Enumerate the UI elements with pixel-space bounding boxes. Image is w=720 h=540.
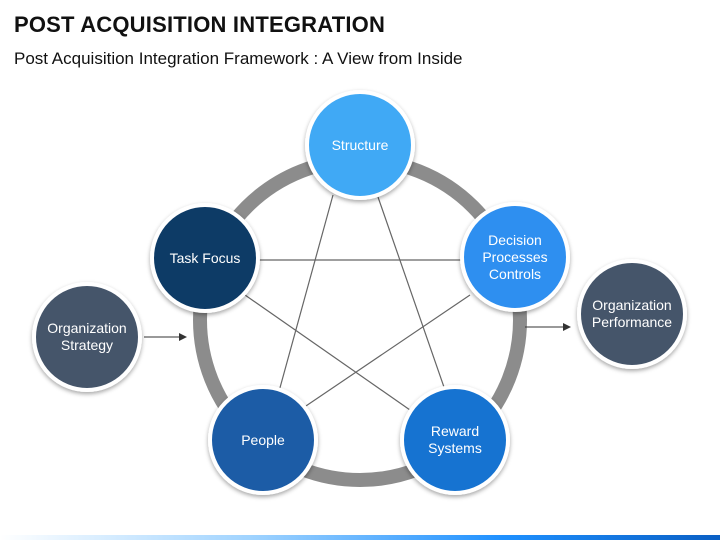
connector-structure-people [277, 194, 334, 396]
node-performance [577, 259, 687, 369]
connector-taskfocus-reward [244, 294, 411, 411]
node-decision [460, 202, 570, 312]
node-strategy [32, 282, 142, 392]
node-structure [305, 90, 415, 200]
node-reward [400, 385, 510, 495]
footer-accent-bar [0, 535, 720, 540]
connector-structure-reward [377, 196, 446, 391]
page-title: POST ACQUISITION INTEGRATION [14, 12, 386, 37]
node-people [208, 385, 318, 495]
page-subtitle: Post Acquisition Integration Framework :… [14, 49, 463, 68]
connector-decision-people [299, 294, 471, 411]
star-connectors [244, 194, 471, 411]
node-task-focus [150, 203, 260, 313]
